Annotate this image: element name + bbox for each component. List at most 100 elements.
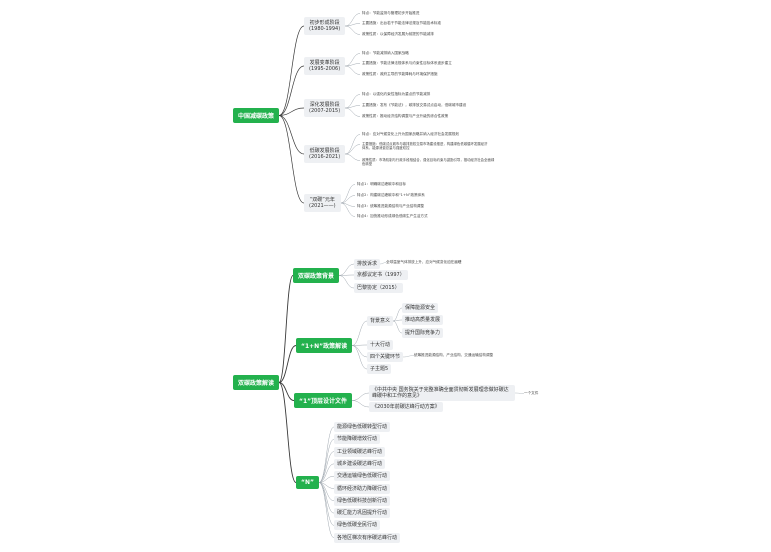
- connector: [279, 107, 305, 116]
- one-toplevel-node[interactable]: “1”顶层设计文件: [294, 393, 353, 408]
- connector: [345, 94, 361, 109]
- meaning-sub[interactable]: 推动高质量发展: [402, 315, 444, 325]
- meaning-item[interactable]: 背景意义: [367, 316, 394, 326]
- map1-stage-lowcarbon[interactable]: 低碳发展阶段(2016-2021): [304, 145, 346, 163]
- detail-text: 政策性质：市场机制与行政手段相结合，强化目标约束与激励引导，推动经济社会全面绿色…: [362, 158, 495, 167]
- connector: [318, 482, 335, 538]
- connector: [352, 320, 368, 346]
- connector: [345, 105, 361, 109]
- n-action-item[interactable]: 绿色低碳科技创新行动: [334, 495, 391, 506]
- bg-item[interactable]: 京都议定书（1997）: [354, 270, 408, 280]
- stage-title: 低碳发展阶段: [309, 148, 340, 154]
- connector: [403, 355, 415, 358]
- detail-text: 主要措施：低碳试点城市与碳排放权交易市场建设推进，构建绿色低碳循环发展经济体系，…: [362, 142, 488, 151]
- n-action-item[interactable]: 各地区梯次有序碳达峰行动: [334, 532, 401, 543]
- n-action-item[interactable]: 循环经济助力降碳行动: [334, 483, 391, 494]
- connector: [338, 263, 355, 276]
- stage-title: “双碳”元年: [309, 197, 335, 203]
- connector: [352, 345, 368, 358]
- connector: [318, 439, 335, 483]
- connector: [318, 426, 335, 483]
- connector: [345, 65, 361, 75]
- key-link-item[interactable]: 四个关键环节: [367, 352, 404, 362]
- doc-item[interactable]: 《中共中央 国务院关于完整准确全面贯彻新发展理念做好碳达峰碳中和工作的意见》: [369, 385, 515, 401]
- connector: [340, 184, 356, 204]
- detail-text: 政策性质：推动经济结构调整与产业升级的综合性政策: [362, 114, 449, 118]
- detail-text: 特点：以强化约束性指标为重点的节能减排: [362, 92, 431, 96]
- stage-period: (2007-2015): [309, 108, 341, 114]
- detail-text: 政策性质：政府主导的节能降耗与环境保护措施: [362, 72, 438, 76]
- detail-text: 特点：节能监测与管理初步开始推进: [362, 11, 420, 15]
- key-link-note: 统筹推进能源结构、产业结构、交通运输结构调整: [414, 353, 494, 357]
- connector: [278, 25, 305, 116]
- connector: [345, 107, 361, 117]
- map1-stage-deepen[interactable]: 深化发展阶段(2007-2015): [304, 99, 346, 117]
- connector: [380, 262, 387, 265]
- map2-root[interactable]: 双碳政策解读: [233, 375, 280, 390]
- action-item[interactable]: 十大行动: [367, 340, 394, 350]
- stage-period: (1995-2006): [309, 66, 341, 72]
- detail-text: 主要措施：发布《节能法》，碳排放交易试点启动，低碳城市建设: [362, 103, 467, 107]
- connector: [393, 319, 403, 322]
- connector: [278, 382, 297, 483]
- detail-text: 特点：节能减排纳入国家战略: [362, 51, 409, 55]
- connector: [345, 25, 361, 35]
- connector: [318, 475, 335, 483]
- connector: [345, 23, 361, 27]
- stage-title: 初步形成阶段: [309, 20, 340, 26]
- detail-text: 特点2：构建碳达峰碳中和“1+N”政策体系: [357, 193, 425, 197]
- connector: [340, 202, 356, 217]
- bg-note: 全球温室气体排放上升，应对气候变化迫在眉睫: [386, 260, 462, 264]
- connector: [318, 451, 335, 483]
- connector: [345, 13, 361, 27]
- n-action-item[interactable]: 城乡建设碳达峰行动: [334, 458, 386, 469]
- connector: [345, 134, 361, 155]
- connector: [345, 144, 361, 155]
- stage-period: (2021——): [309, 203, 336, 209]
- bg-item[interactable]: 巴黎协定（2015）: [354, 283, 403, 293]
- connector: [278, 345, 297, 383]
- detail-text: 特点3：统筹推进能源结构与产业结构调整: [357, 204, 424, 208]
- connector: [392, 320, 403, 334]
- n-action-item[interactable]: 能源绿色低碳转型行动: [334, 422, 391, 432]
- connector: [514, 392, 525, 394]
- n-action-item[interactable]: 节能降碳增效行动: [334, 434, 381, 445]
- one-plus-n-node[interactable]: “1+N”政策解读: [296, 338, 353, 353]
- n-action-item[interactable]: 交通运输绿色低碳行动: [334, 471, 391, 482]
- doc-tag: 一个文件: [524, 391, 539, 395]
- detail-text: 主要措施：节能法律法规体系与约束性目标体系逐步建立: [362, 61, 452, 65]
- meaning-sub[interactable]: 保障能源安全: [402, 303, 439, 313]
- connector: [392, 307, 403, 322]
- connector: [339, 274, 355, 276]
- connector: [345, 53, 361, 67]
- subtopic-item[interactable]: 子主题5: [367, 364, 392, 374]
- map1-root[interactable]: 中国减碳政策: [233, 108, 280, 123]
- detail-text: 特点：应对气候变化上升为国家战略并纳入经济社会发展规划: [362, 132, 460, 136]
- n-action-item[interactable]: 工业领域碳达峰行动: [334, 446, 386, 457]
- connector: [318, 482, 335, 526]
- n-node[interactable]: “N”: [296, 476, 319, 489]
- n-action-item[interactable]: 绿色低碳全民行动: [334, 520, 381, 531]
- connector: [352, 344, 368, 346]
- connector: [345, 63, 361, 67]
- meaning-sub[interactable]: 提升国际竞争力: [402, 328, 444, 338]
- connector: [318, 463, 335, 483]
- connector: [340, 195, 356, 204]
- stage-period: (1980-1994): [309, 26, 341, 32]
- connector: [352, 392, 370, 401]
- stage-period: (2016-2021): [309, 154, 341, 160]
- policy-background-node[interactable]: 双碳政策背景: [293, 268, 340, 283]
- connector: [278, 382, 295, 401]
- connector: [352, 345, 368, 370]
- map1-stage-initial[interactable]: 初步形成阶段(1980-1994): [304, 17, 346, 35]
- detail-text: 特点4：加快推动形成绿色低碳生产生活方式: [357, 214, 428, 218]
- map1-stage-dualcarbon[interactable]: “双碳”元年(2021——): [304, 194, 341, 212]
- map1-stage-reform[interactable]: 发展变革阶段(1995-2006): [304, 57, 346, 75]
- connector: [278, 275, 294, 383]
- bg-item[interactable]: 排放诉求: [354, 259, 381, 269]
- doc-item[interactable]: 《2030年前碳达峰行动方案》: [369, 402, 443, 412]
- n-action-item[interactable]: 碳汇能力巩固提升行动: [334, 508, 391, 519]
- connector: [345, 153, 361, 161]
- connector: [278, 115, 305, 155]
